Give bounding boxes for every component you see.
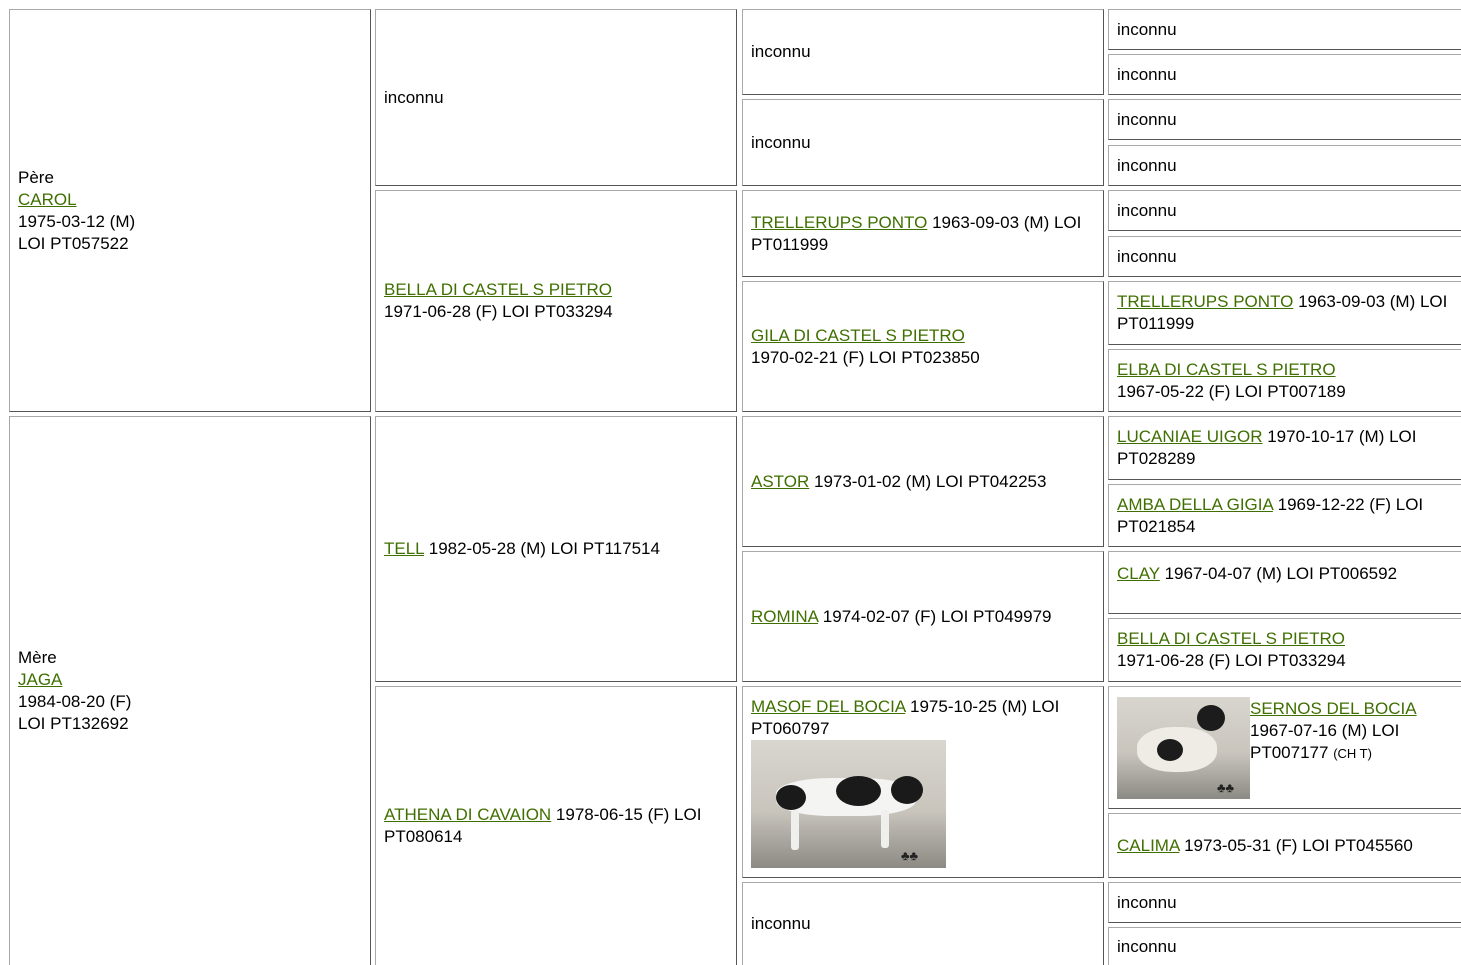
sernos-photo-dog-head [1197, 705, 1225, 731]
dam-role-label: Mère [18, 648, 57, 667]
unknown-label: inconnu [751, 132, 811, 152]
masof-photo-dog-patch [836, 776, 881, 806]
tell-info: 1982-05-28 (M) LOI PT117514 [424, 539, 660, 558]
astor-link[interactable]: ASTOR [751, 471, 810, 491]
g4-cell-5: inconnu [1108, 190, 1461, 231]
elba-link[interactable]: ELBA DI CASTEL S PIETRO [1117, 359, 1336, 379]
g4-cell-16: inconnu [1108, 927, 1461, 965]
lucaniae-link[interactable]: LUCANIAE UIGOR [1117, 427, 1263, 446]
unknown-label: inconnu [1117, 64, 1177, 84]
g4-cell-calima: CALIMA 1973-05-31 (F) LOI PT045560 [1108, 813, 1461, 878]
sernos-info: 1967-07-16 (M) LOI PT007177 [1250, 721, 1400, 762]
g3-cell-9: inconnu [742, 882, 1104, 965]
g4-cell-clay: CLAY 1967-04-07 (M) LOI PT006592 [1108, 551, 1461, 614]
masof-photo-leg [881, 810, 889, 848]
g4-cell-bella: BELLA DI CASTEL S PIETRO 1971-06-28 (F) … [1108, 618, 1461, 682]
unknown-label: inconnu [751, 914, 811, 933]
dam-birth: 1984-08-20 (F) [18, 692, 132, 711]
lucaniae-info: 1970-10-17 (M) LOI PT028289 [1117, 427, 1417, 468]
sire-birth: 1975-03-12 (M) [18, 211, 136, 231]
g4-cell-amba: AMBA DELLA GIGIA 1969-12-22 (F) LOI PT02… [1108, 484, 1461, 547]
sernos-photo[interactable]: ♣♣ [1117, 697, 1250, 799]
sernos-title-badge: (CH T) [1333, 746, 1372, 761]
unknown-label: inconnu [384, 87, 444, 107]
clay-info: 1967-04-07 (M) LOI PT006592 [1159, 564, 1398, 583]
bella-di-castel-link[interactable]: BELLA DI CASTEL S PIETRO [384, 280, 613, 299]
masof-link[interactable]: MASOF DEL BOCIA [751, 697, 906, 716]
masof-photo-watermark: ♣♣ [901, 848, 919, 863]
sire-role-label: Père [18, 167, 54, 187]
sire-registration: LOI PT057522 [18, 233, 129, 253]
clay-link[interactable]: CLAY [1117, 564, 1160, 583]
unknown-label: inconnu [1117, 155, 1177, 175]
bella-di-castel-info: 1971-06-28 (F) LOI PT033294 [384, 302, 613, 321]
g4-cell-2: inconnu [1108, 54, 1461, 95]
elba-info: 1967-05-22 (F) LOI PT007189 [1117, 381, 1346, 401]
sire-sire-cell: inconnu [375, 9, 737, 186]
trellerups-ponto-link[interactable]: TRELLERUPS PONTO [751, 212, 928, 232]
unknown-label: inconnu [1117, 892, 1177, 912]
sernos-photo-watermark: ♣♣ [1217, 780, 1235, 795]
dam-registration: LOI PT132692 [18, 714, 129, 733]
sernos-photo-dog-patch [1157, 739, 1183, 761]
tell-link[interactable]: TELL [384, 539, 425, 558]
bella-di-castel-info: 1971-06-28 (F) LOI PT033294 [1117, 651, 1346, 670]
dam-dam-cell: ATHENA DI CAVAION 1978-06-15 (F) LOI PT0… [375, 686, 737, 965]
g4-cell-trellerups: TRELLERUPS PONTO 1963-09-03 (M) LOI PT01… [1108, 281, 1461, 345]
masof-photo-leg [791, 810, 799, 850]
masof-info: 1975-10-25 (M) LOI PT060797 [751, 697, 1060, 738]
g4-cell-3: inconnu [1108, 99, 1461, 140]
g4-cell-6: inconnu [1108, 236, 1461, 277]
g4-cell-4: inconnu [1108, 145, 1461, 186]
g3-cell-masof: MASOF DEL BOCIA 1975-10-25 (M) LOI PT060… [742, 686, 1104, 878]
masof-photo-dog-rear [776, 785, 806, 810]
g4-cell-15: inconnu [1108, 882, 1461, 923]
g4-cell-sernos: ♣♣ SERNOS DEL BOCIA 1967-07-16 (M) LOI P… [1108, 686, 1461, 809]
g3-cell-trellerups: TRELLERUPS PONTO 1963-09-03 (M) LOI PT01… [742, 190, 1104, 277]
unknown-label: inconnu [1117, 109, 1177, 129]
dam-link[interactable]: JAGA [18, 670, 63, 689]
masof-photo[interactable]: ♣♣ [751, 740, 946, 868]
romina-link[interactable]: ROMINA [751, 606, 819, 626]
sire-link[interactable]: CAROL [18, 189, 77, 209]
athena-info: 1978-06-15 (F) LOI PT080614 [384, 805, 702, 846]
sire-dam-cell: BELLA DI CASTEL S PIETRO 1971-06-28 (F) … [375, 190, 737, 412]
g3-cell-astor: ASTOR 1973-01-02 (M) LOI PT042253 [742, 416, 1104, 547]
g3-cell-gila: GILA DI CASTEL S PIETRO 1970-02-21 (F) L… [742, 281, 1104, 412]
g4-cell-1: inconnu [1108, 9, 1461, 50]
trellerups-ponto-info: 1963-09-03 (M) LOI PT011999 [1117, 292, 1448, 333]
athena-link[interactable]: ATHENA DI CAVAION [384, 805, 552, 824]
amba-link[interactable]: AMBA DELLA GIGIA [1117, 494, 1273, 514]
g3-cell-1: inconnu [742, 9, 1104, 95]
amba-info: 1969-12-22 (F) LOI PT021854 [1117, 494, 1424, 536]
g3-cell-romina: ROMINA 1974-02-07 (F) LOI PT049979 [742, 551, 1104, 682]
g3-cell-2: inconnu [742, 99, 1104, 186]
gila-link[interactable]: GILA DI CASTEL S PIETRO [751, 325, 965, 345]
gila-info: 1970-02-21 (F) LOI PT023850 [751, 347, 980, 367]
unknown-label: inconnu [1117, 19, 1177, 39]
bella-di-castel-link[interactable]: BELLA DI CASTEL S PIETRO [1117, 629, 1346, 648]
g4-cell-elba: ELBA DI CASTEL S PIETRO 1967-05-22 (F) L… [1108, 349, 1461, 412]
g4-cell-lucaniae: LUCANIAE UIGOR 1970-10-17 (M) LOI PT0282… [1108, 416, 1461, 480]
masof-photo-dog-head [891, 776, 923, 804]
dam-sire-cell: TELL 1982-05-28 (M) LOI PT117514 [375, 416, 737, 682]
unknown-label: inconnu [751, 42, 811, 61]
trellerups-ponto-info: 1963-09-03 (M) LOI PT011999 [751, 212, 1082, 254]
unknown-label: inconnu [1117, 246, 1177, 266]
sernos-link[interactable]: SERNOS DEL BOCIA [1250, 699, 1417, 718]
unknown-label: inconnu [1117, 936, 1177, 956]
astor-info: 1973-01-02 (M) LOI PT042253 [809, 471, 1047, 491]
unknown-label: inconnu [1117, 200, 1177, 220]
calima-link[interactable]: CALIMA [1117, 835, 1180, 855]
trellerups-ponto-link[interactable]: TRELLERUPS PONTO [1117, 292, 1294, 311]
romina-info: 1974-02-07 (F) LOI PT049979 [818, 606, 1052, 626]
calima-info: 1973-05-31 (F) LOI PT045560 [1179, 835, 1413, 855]
dam-cell: Mère JAGA 1984-08-20 (F) LOI PT132692 [9, 416, 371, 965]
sire-cell: Père CAROL 1975-03-12 (M) LOI PT057522 [9, 9, 371, 412]
